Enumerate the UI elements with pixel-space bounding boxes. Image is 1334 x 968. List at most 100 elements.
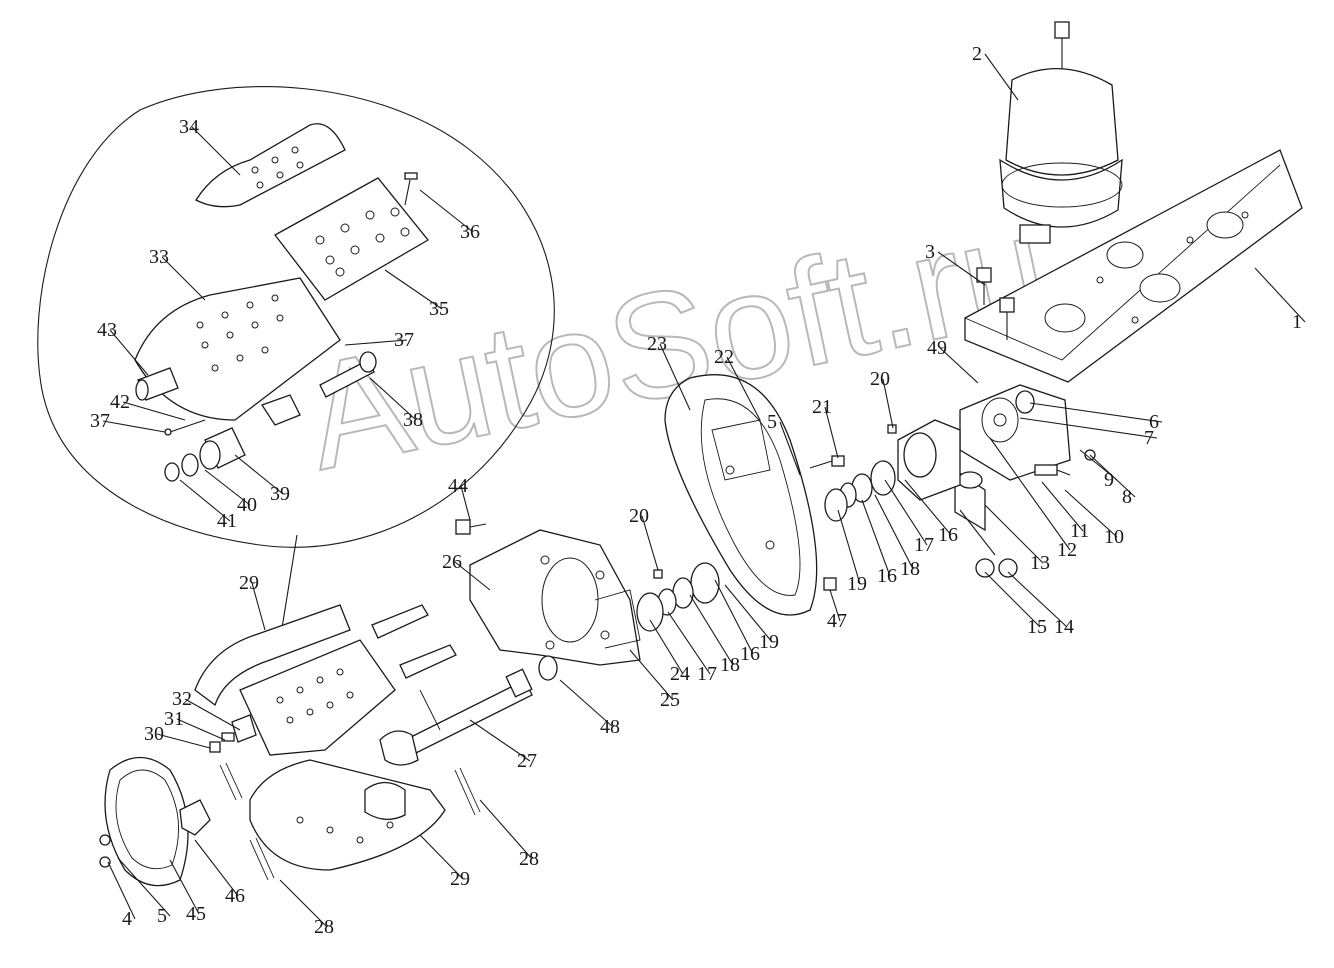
callout-label-c11: 11 [1070,520,1089,542]
callout-c15: 15 [984,571,1047,638]
callout-c29a: 29 [239,572,266,631]
callout-label-c31: 31 [164,708,184,730]
callout-leader-c11 [1041,481,1084,532]
callout-leader-c16a [861,499,891,577]
callout-leader-c23 [659,343,691,411]
detail-balloon-outline [37,86,555,548]
callout-leader-c33 [161,256,206,301]
callout-label-c18a: 18 [900,558,920,580]
callout-label-c8: 8 [1122,486,1132,508]
callout-leader-c27 [469,719,531,762]
callout-leader-c30 [156,733,211,749]
callout-label-c36: 36 [460,221,480,243]
callout-c18b: 18 [689,594,740,676]
detail-small-pin-42 [164,419,206,436]
callout-leader-c6 [1029,402,1163,423]
callout-leader-c38 [369,377,417,421]
callout-leader-c5a [117,857,171,917]
callout-leader-c35 [384,269,443,310]
callout-label-c6: 6 [1149,411,1159,433]
callout-c44: 44 [448,475,471,521]
callout-label-c20a: 20 [870,368,890,390]
callout-c2: 2 [972,43,1019,101]
callout-label-c2: 2 [972,43,982,65]
callout-leader-c46 [194,839,239,897]
callout-leader-c7 [1019,417,1158,439]
callout-leader-c37a [344,339,408,346]
callout-c49: 49 [927,337,979,384]
callout-c29b: 29 [419,834,470,890]
callout-leader-c14 [1007,571,1068,628]
callout-leader-c21 [824,406,839,459]
callout-c18a: 18 [874,494,920,580]
callout-c7: 7 [1019,417,1158,449]
callout-c26: 26 [442,551,491,591]
return-springs [219,689,481,881]
callout-c36: 36 [419,189,480,243]
callout-label-c16b: 16 [938,524,958,546]
callout-leader-c17a [884,479,928,546]
callout-leader-c37b [102,420,166,433]
callout-leader-c19b [724,584,773,643]
callout-label-c37b: 37 [90,410,110,432]
lower-seal-stack [636,562,720,632]
callout-c28a: 28 [479,799,539,870]
callout-leader-c22 [726,356,761,421]
chamber-bolts [976,267,1015,340]
callout-leader-c24 [649,619,684,675]
callout-c38: 38 [369,377,423,431]
bolt-21 [809,455,845,469]
callout-label-c48: 48 [600,716,620,738]
callout-label-c25: 25 [660,689,680,711]
callout-label-c16c: 16 [740,643,760,665]
detail-balloon-leader [281,534,298,629]
callout-c42: 42 [110,391,186,421]
callout-c37b: 37 [90,410,166,433]
detail-rollers-39-40-41 [164,427,246,482]
callout-label-c1: 1 [1292,311,1302,333]
callout-label-c46: 46 [225,885,245,907]
callout-label-c17b: 17 [697,663,717,685]
callout-leader-c29a [251,582,266,631]
callout-leader-c4a [107,861,136,920]
callout-label-c30: 30 [144,723,164,745]
callout-c35: 35 [384,269,449,320]
callout-leader-c44 [460,485,471,521]
callout-leader-c12 [989,437,1071,551]
callout-c27: 27 [469,719,537,772]
callout-label-c19a: 19 [847,573,867,595]
callout-leader-c26 [454,561,491,591]
callout-leader-c25 [629,649,674,701]
callout-label-c21: 21 [812,396,832,418]
callout-leader-c5b [779,421,801,476]
callout-c30: 30 [144,723,211,749]
callout-leader-c20a [882,378,894,429]
callout-c1: 1 [1254,267,1306,333]
callout-label-c23: 23 [647,333,667,355]
dust-shield [664,374,837,616]
callout-leader-c49 [939,347,979,384]
callout-label-c22: 22 [714,346,734,368]
callout-leader-c13 [984,504,1044,564]
callout-label-c16a: 16 [877,565,897,587]
detail-lining-34 [195,123,346,208]
anchor-pins [371,604,457,679]
callout-c45: 45 [169,859,206,925]
callout-label-c24: 24 [670,663,690,685]
detail-lining-35 [274,177,429,301]
callout-leader-c47 [829,589,841,622]
callout-label-c38: 38 [403,409,423,431]
callout-leader-c36 [419,189,474,233]
upper-brake-shoe [194,604,396,756]
callout-label-c45: 45 [186,903,206,925]
callout-c12: 12 [989,437,1077,561]
callout-leader-c1 [1254,267,1306,323]
callout-c17b: 17 [667,611,717,685]
callout-label-c5a: 5 [157,905,167,927]
callout-label-c26: 26 [442,551,462,573]
callout-leader-c32 [184,698,241,731]
callout-c10: 10 [1064,489,1124,548]
callout-c48: 48 [559,679,620,738]
callout-c22: 22 [714,346,761,421]
